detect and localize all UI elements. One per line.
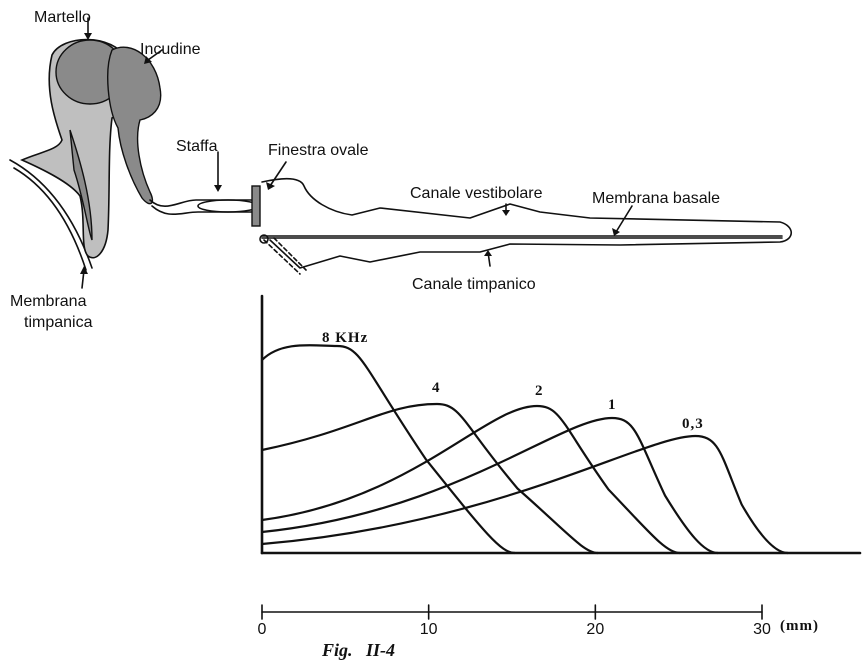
label-martello: Martello (34, 9, 91, 26)
series-curve-2 (261, 402, 599, 555)
chart-curves (261, 344, 789, 555)
label-membrana-basale: Membrana basale (592, 190, 720, 207)
series-curve-1 (261, 344, 516, 555)
figure-caption: Fig. II-4 (321, 640, 395, 660)
series-curve-5 (261, 434, 789, 555)
series-label-2: 4 (432, 380, 441, 396)
scale-ticks: 0 10 20 30 (258, 604, 771, 638)
label-staffa: Staffa (176, 138, 218, 155)
scale-tick-label: 0 (258, 621, 267, 638)
label-canale-vestibolare: Canale vestibolare (410, 185, 543, 202)
label-canale-timpanico: Canale timpanico (412, 276, 536, 293)
incus-bone (107, 46, 162, 205)
series-label-3: 2 (535, 383, 544, 399)
stapes-bone (149, 199, 259, 207)
series-label-5: 0,3 (682, 416, 704, 432)
scale-tick-label: 10 (420, 621, 438, 638)
chart-series-labels: 8 KHz 4 2 1 0,3 (322, 330, 704, 432)
ear-anatomy: Martello Incudine Staffa Finestra ovale … (9, 9, 793, 331)
label-incudine: Incudine (140, 41, 201, 58)
scale-unit-label: (mm) (780, 618, 819, 634)
series-curve-4 (261, 416, 719, 555)
chart: 8 KHz 4 2 1 0,3 0 10 20 30 (mm) (258, 294, 862, 638)
series-label-1: 8 KHz (322, 330, 368, 346)
label-membrana-timpanica-line2: timpanica (24, 314, 93, 331)
scale-tick-label: 30 (753, 621, 771, 638)
series-label-4: 1 (608, 397, 617, 413)
cochlea-outline (261, 177, 793, 269)
label-finestra-ovale: Finestra ovale (268, 142, 369, 159)
label-membrana-timpanica-line1: Membrana (10, 293, 87, 310)
series-curve-3 (261, 404, 681, 555)
scale-tick-label: 20 (586, 621, 604, 638)
